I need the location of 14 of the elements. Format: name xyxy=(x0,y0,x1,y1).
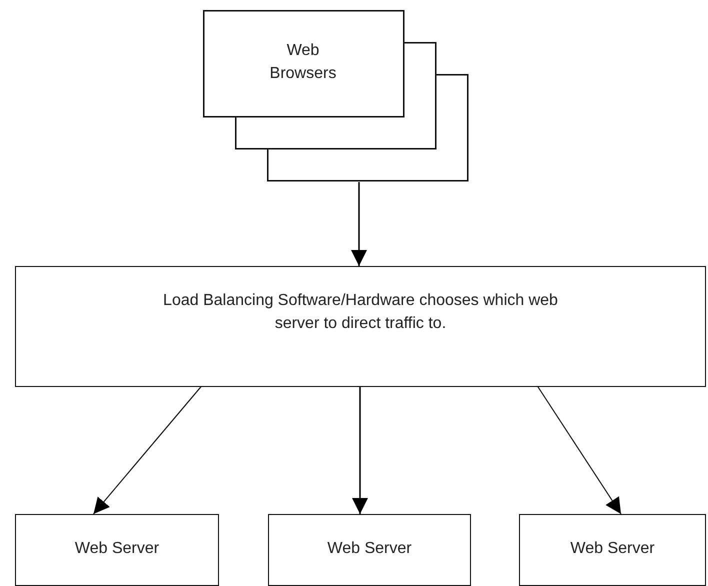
box-label: Web Browsers xyxy=(268,41,338,84)
stacked-box xyxy=(203,10,469,183)
process-box xyxy=(15,266,706,387)
process-box xyxy=(268,514,471,586)
box-label: Web Server xyxy=(326,539,413,559)
arrow xyxy=(352,386,368,514)
box-label: Web Server xyxy=(569,539,656,559)
box-label: Load Balancing Software/Hardware chooses which web server to direct traffic to. xyxy=(162,291,559,334)
process-box xyxy=(15,514,219,586)
arrow xyxy=(93,386,202,514)
arrow xyxy=(351,182,367,266)
process-box xyxy=(519,514,706,586)
arrow xyxy=(536,386,622,514)
box-label: Web Server xyxy=(74,539,160,559)
